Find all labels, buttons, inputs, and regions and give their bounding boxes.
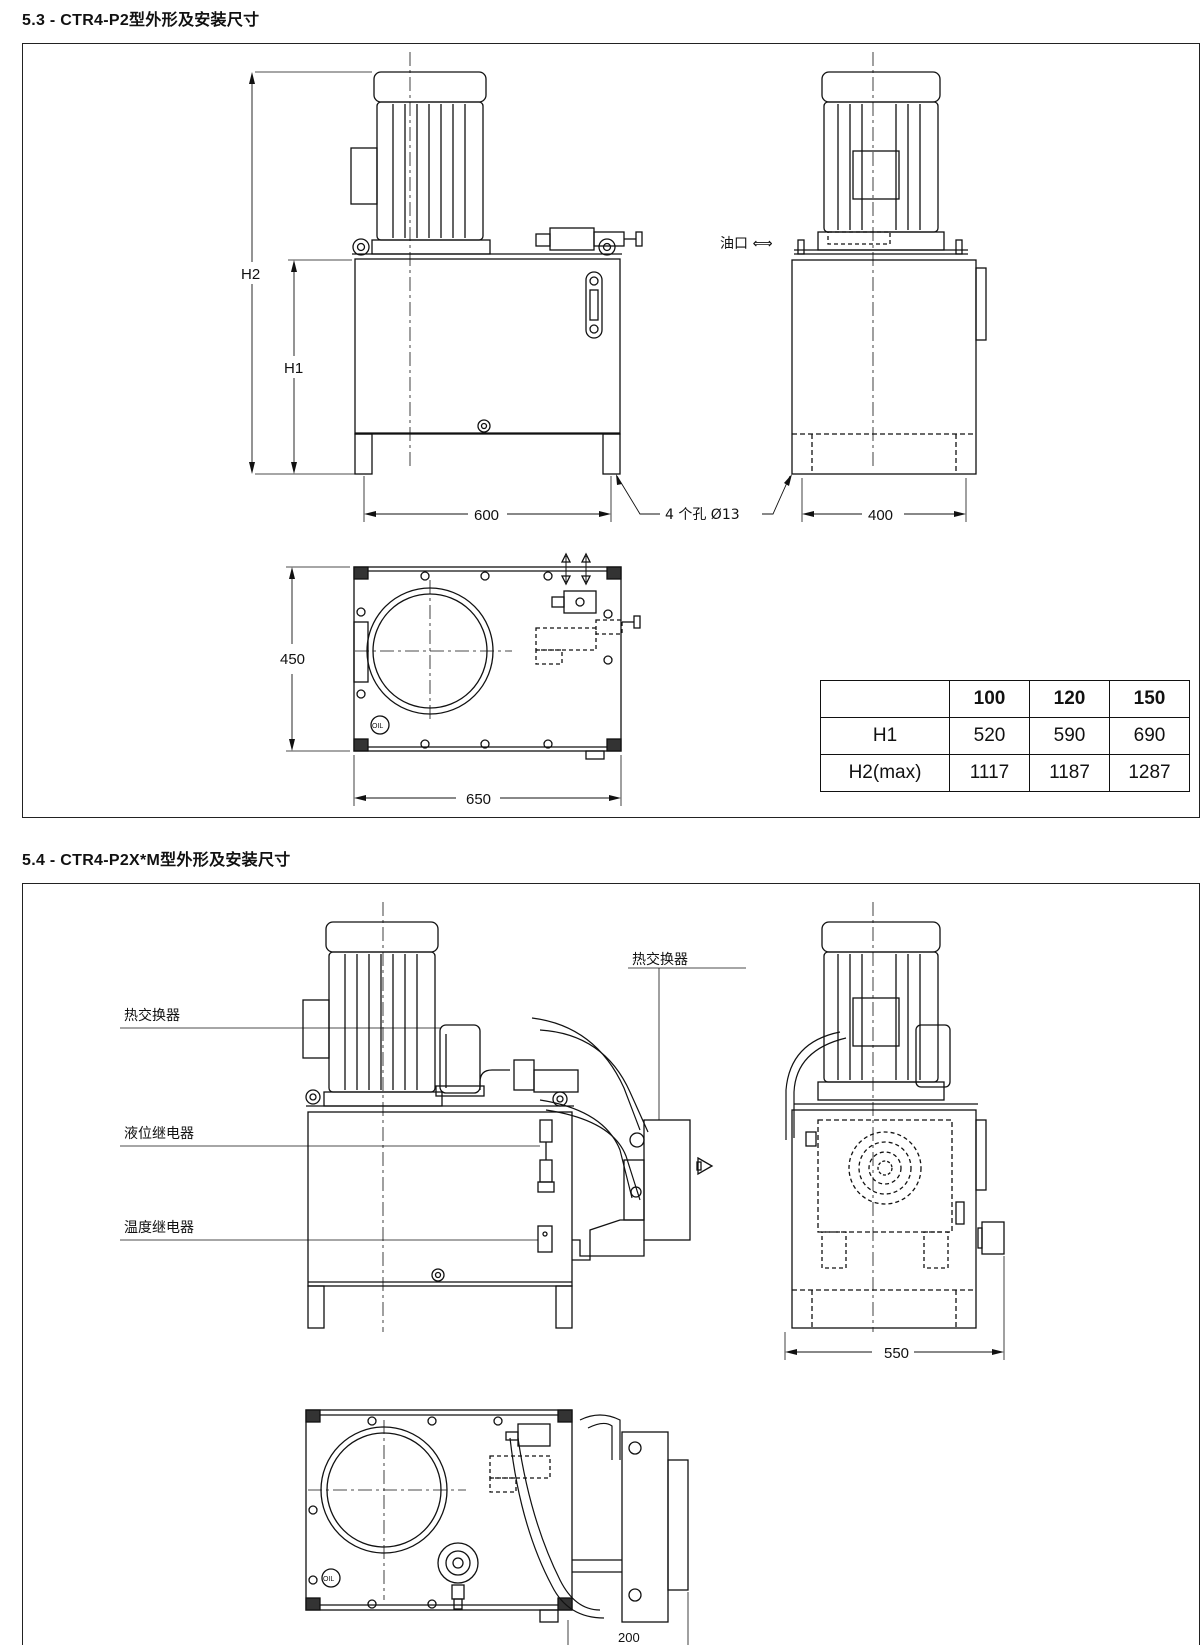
dimension-table: 100 120 150 H1 520 590 690 H2(max) 1117 … — [820, 680, 1190, 792]
side-view-5-3 — [762, 52, 987, 522]
dim-200-label: 200 — [618, 1630, 640, 1645]
table-header-cell — [820, 680, 950, 718]
table-row-label: H1 — [820, 717, 950, 755]
label-level-relay: 液位继电器 — [124, 1126, 194, 1142]
front-view-5-4 — [120, 902, 746, 1332]
oil-cap-label-2: OIL — [323, 1576, 334, 1583]
table-cell: 1117 — [949, 754, 1030, 792]
section-title-suffix: 型外形及安装尺寸 — [160, 850, 291, 869]
drawing-5-3: H2 H1 600 4 个孔 Ø13 — [241, 52, 987, 808]
dim-h2-label: H2 — [241, 266, 260, 283]
drawing-5-4: 热交换器 液位继电器 温度继电器 热交换器 — [120, 902, 1005, 1645]
oil-port-label: 油口 ⟺ — [720, 236, 773, 252]
side-view-5-4 — [784, 902, 1005, 1360]
dim-holes-label: 4 个孔 Ø13 — [665, 507, 740, 523]
table-row: H2(max) 1117 1187 1287 — [820, 754, 1190, 792]
table-cell: 590 — [1029, 717, 1110, 755]
table-header-cell: 100 — [949, 680, 1030, 718]
table-cell: 690 — [1109, 717, 1190, 755]
dim-450-label: 450 — [280, 651, 305, 668]
label-temp-relay: 温度继电器 — [124, 1220, 194, 1236]
table-cell: 1287 — [1109, 754, 1190, 792]
front-view-5-3 — [249, 52, 660, 522]
top-view-5-3 — [286, 552, 641, 806]
table-header-row: 100 120 150 — [820, 680, 1190, 718]
label-heat-exchanger-right: 热交换器 — [632, 951, 688, 968]
dim-h1-label: H1 — [284, 360, 303, 377]
table-cell: 1187 — [1029, 754, 1110, 792]
table-header-cell: 150 — [1109, 680, 1190, 718]
section-title-suffix: 型外形及安装尺寸 — [129, 10, 260, 29]
dim-600-label: 600 — [474, 507, 499, 524]
dim-550-label: 550 — [884, 1345, 909, 1362]
top-view-5-4 — [305, 1409, 689, 1645]
oil-cap-label: OIL — [372, 723, 383, 730]
section-title-5-3: 5.3 - CTR4-P2型外形及安装尺寸 — [22, 6, 259, 30]
table-cell: 520 — [949, 717, 1030, 755]
section-title-prefix: 5.4 - CTR4-P2X*M — [22, 852, 161, 869]
label-heat-exchanger-left: 热交换器 — [124, 1007, 180, 1024]
table-header-cell: 120 — [1029, 680, 1110, 718]
section-title-5-4: 5.4 - CTR4-P2X*M型外形及安装尺寸 — [22, 846, 291, 870]
dim-400-label: 400 — [868, 507, 893, 524]
section-title-prefix: 5.3 - CTR4-P2 — [22, 12, 130, 29]
table-row: H1 520 590 690 — [820, 717, 1190, 755]
dim-650-label: 650 — [466, 791, 491, 808]
table-row-label: H2(max) — [820, 754, 950, 792]
